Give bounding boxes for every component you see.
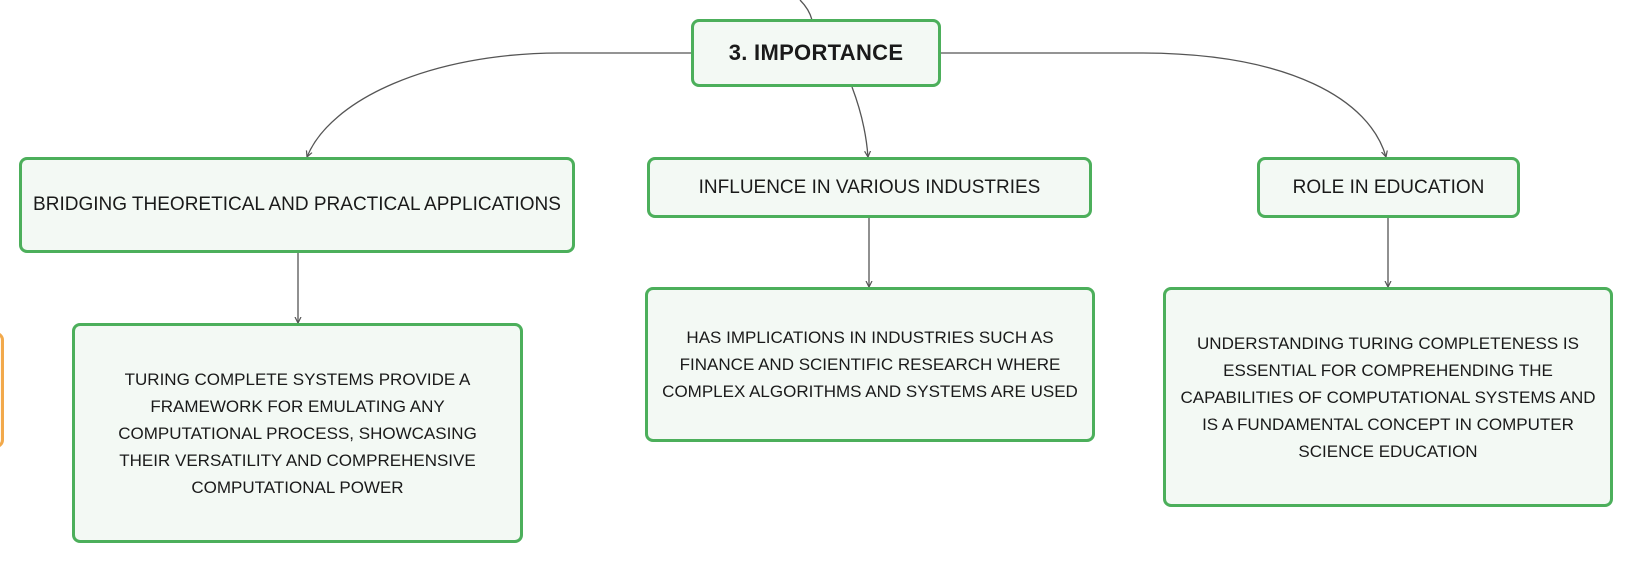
detail-node-text: HAS IMPLICATIONS IN INDUSTRIES SUCH AS F… xyxy=(662,328,1078,401)
branch-node-label: ROLE IN EDUCATION xyxy=(1292,176,1485,198)
connector-root-to-branch-2 xyxy=(851,86,868,157)
branch-node-bridging[interactable]: BRIDGING THEORETICAL AND PRACTICAL APPLI… xyxy=(19,157,575,253)
connector-root-to-branch-3 xyxy=(940,52,1386,157)
connector-root-to-branch-1 xyxy=(307,52,691,157)
branch-node-education[interactable]: ROLE IN EDUCATION xyxy=(1257,157,1520,218)
detail-node-text: UNDERSTANDING TURING COMPLETENESS IS ESS… xyxy=(1180,333,1596,461)
branch-node-industries[interactable]: INFLUENCE IN VARIOUS INDUSTRIES xyxy=(647,157,1092,218)
root-node-importance[interactable]: 3. IMPORTANCE xyxy=(691,19,941,87)
connector-parent-to-root xyxy=(799,0,813,21)
detail-node-education[interactable]: UNDERSTANDING TURING COMPLETENESS IS ESS… xyxy=(1163,287,1613,507)
detail-node-text: TURING COMPLETE SYSTEMS PROVIDE A FRAMEW… xyxy=(118,369,477,497)
detail-node-industries[interactable]: HAS IMPLICATIONS IN INDUSTRIES SUCH AS F… xyxy=(645,287,1095,442)
root-node-label: 3. IMPORTANCE xyxy=(728,40,904,65)
partial-node-edge xyxy=(0,332,4,448)
branch-node-label: INFLUENCE IN VARIOUS INDUSTRIES xyxy=(698,176,1041,198)
detail-node-bridging[interactable]: TURING COMPLETE SYSTEMS PROVIDE A FRAMEW… xyxy=(72,323,523,543)
branch-node-label: BRIDGING THEORETICAL AND PRACTICAL APPLI… xyxy=(33,194,561,215)
